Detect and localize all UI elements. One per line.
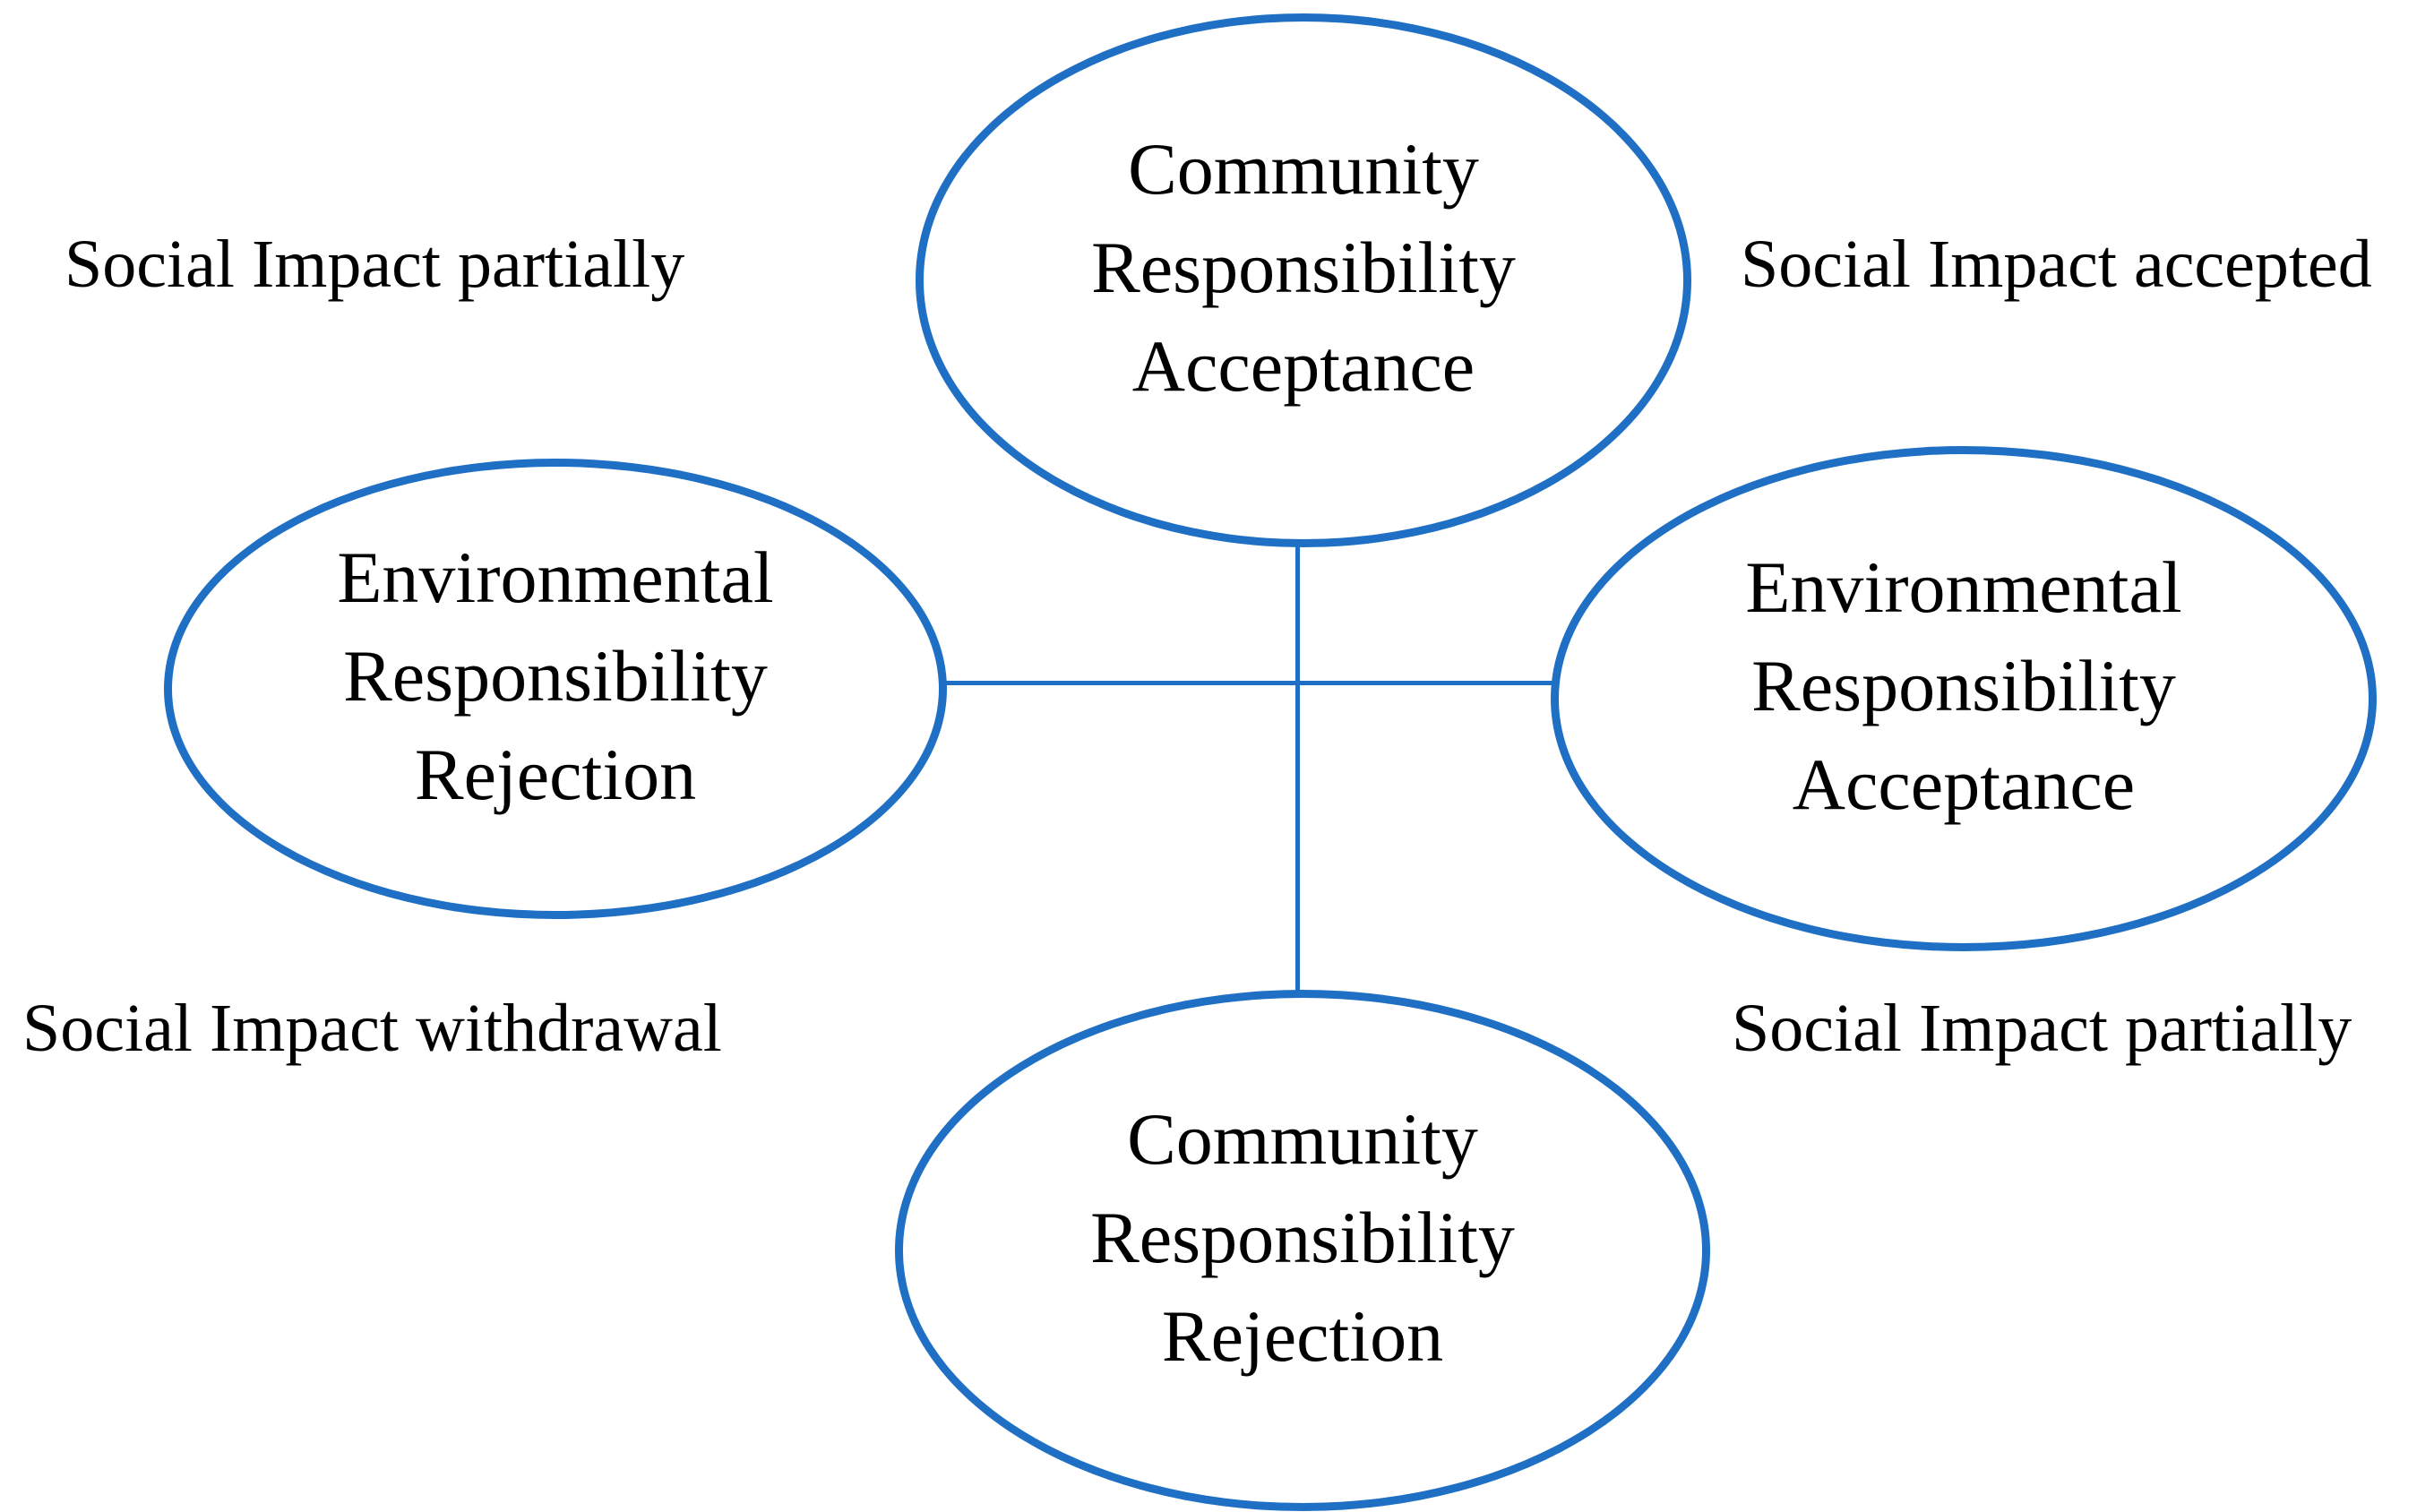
node-community-responsibility-acceptance: Community Responsibility Acceptance	[916, 13, 1691, 547]
node-label: Community Responsibility Acceptance	[1091, 120, 1516, 416]
quadrant-label-bottom-left: Social Impact withdrawal	[22, 991, 722, 1066]
node-label-line: Acceptance	[1792, 743, 2136, 825]
connector-vertical-line	[1295, 539, 1300, 998]
node-label-line: Environmental	[1745, 546, 2182, 628]
node-label-line: Community	[1127, 1098, 1478, 1180]
node-environmental-responsibility-rejection: Environmental Responsibility Rejection	[164, 459, 947, 919]
node-label-line: Responsibility	[343, 635, 768, 717]
node-community-responsibility-rejection: Community Responsibility Rejection	[895, 990, 1710, 1511]
node-label-line: Responsibility	[1091, 227, 1516, 308]
node-label-line: Environmental	[337, 537, 774, 618]
node-label-line: Responsibility	[1090, 1197, 1515, 1278]
node-label-line: Rejection	[414, 734, 697, 815]
node-label-line: Rejection	[1161, 1295, 1444, 1377]
node-label: Environmental Responsibility Acceptance	[1745, 538, 2181, 834]
node-label: Environmental Responsibility Rejection	[337, 528, 773, 824]
quadrant-label-top-left: Social Impact partially	[65, 227, 685, 302]
node-label-line: Responsibility	[1751, 645, 2176, 726]
quadrant-label-bottom-right: Social Impact partially	[1732, 991, 2352, 1066]
node-label: Community Responsibility Rejection	[1090, 1090, 1515, 1386]
node-label-line: Community	[1128, 128, 1479, 210]
quadrant-label-top-right: Social Impact accepted	[1741, 227, 2372, 302]
node-label-line: Acceptance	[1131, 325, 1475, 407]
connector-horizontal-line	[941, 681, 1559, 685]
node-environmental-responsibility-acceptance: Environmental Responsibility Acceptance	[1551, 446, 2377, 951]
